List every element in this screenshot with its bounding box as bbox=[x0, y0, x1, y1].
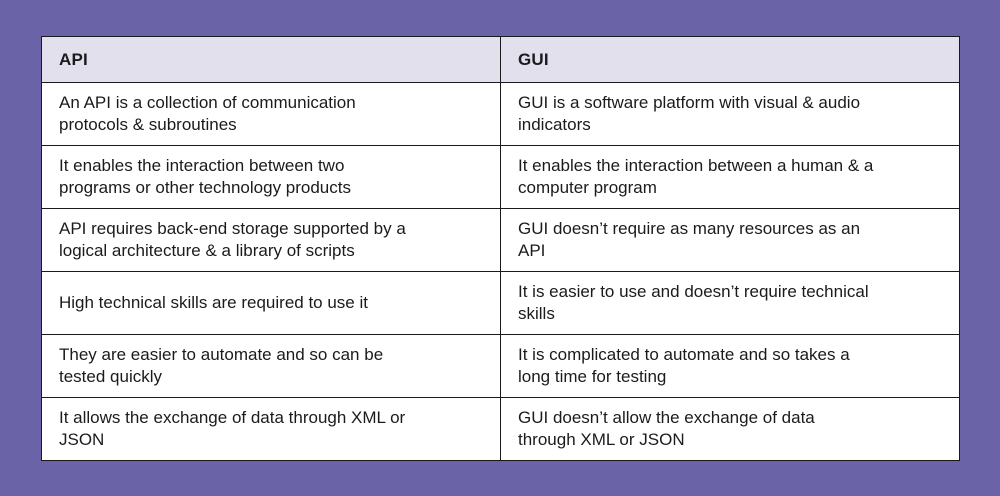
table-cell-api: An API is a collection of communication … bbox=[41, 82, 501, 146]
api-gui-comparison-table: API GUI An API is a collection of commun… bbox=[41, 36, 960, 461]
table-cell-gui: It is easier to use and doesn’t require … bbox=[500, 271, 960, 335]
table-row: It enables the interaction between two p… bbox=[41, 145, 960, 209]
table-cell-api: It enables the interaction between two p… bbox=[41, 145, 501, 209]
table-cell-gui: It enables the interaction between a hum… bbox=[500, 145, 960, 209]
column-header-api: API bbox=[41, 36, 501, 83]
table-row: API requires back-end storage supported … bbox=[41, 208, 960, 272]
header-row: API GUI bbox=[41, 36, 960, 83]
table-row: They are easier to automate and so can b… bbox=[41, 334, 960, 398]
table-cell-gui: GUI is a software platform with visual &… bbox=[500, 82, 960, 146]
table-row: An API is a collection of communication … bbox=[41, 82, 960, 146]
table-row: High technical skills are required to us… bbox=[41, 271, 960, 335]
table-cell-gui: GUI doesn’t require as many resources as… bbox=[500, 208, 960, 272]
table-cell-api: It allows the exchange of data through X… bbox=[41, 397, 501, 461]
column-header-gui: GUI bbox=[500, 36, 960, 83]
table-cell-api: API requires back-end storage supported … bbox=[41, 208, 501, 272]
table-cell-gui: It is complicated to automate and so tak… bbox=[500, 334, 960, 398]
table-cell-gui: GUI doesn’t allow the exchange of data t… bbox=[500, 397, 960, 461]
table-cell-api: They are easier to automate and so can b… bbox=[41, 334, 501, 398]
table-row: It allows the exchange of data through X… bbox=[41, 397, 960, 461]
table-cell-api: High technical skills are required to us… bbox=[41, 271, 501, 335]
